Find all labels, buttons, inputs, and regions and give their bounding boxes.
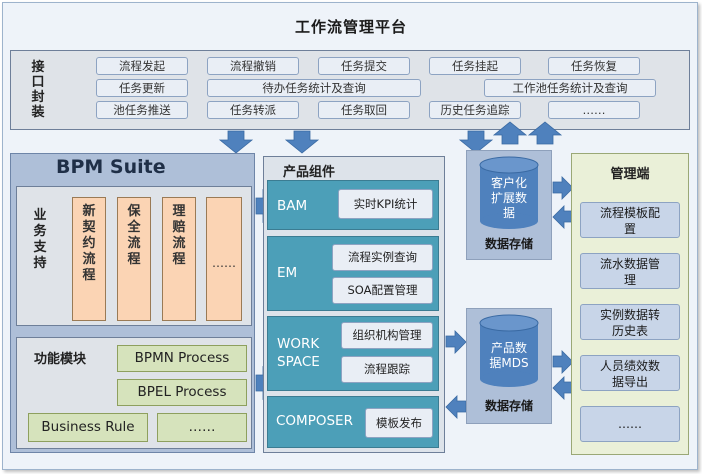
arrow-right-icon: [552, 350, 574, 374]
arrow-left-icon: [445, 395, 467, 419]
management-item: ……: [580, 406, 680, 442]
api-chip: 任务更新: [96, 79, 188, 97]
module-box: BPEL Process: [117, 379, 247, 406]
function-module-label: 功能模块: [34, 352, 87, 367]
arrow-down-icon: [284, 130, 320, 154]
api-chip: 工作池任务统计及查询: [484, 79, 656, 97]
management-item-line: ……: [618, 417, 642, 431]
process-ellipsis: ……: [212, 256, 236, 270]
database-label: 客户化 扩展数 据: [478, 176, 540, 221]
workspace-chip: 流程跟踪: [341, 356, 433, 383]
arrow-up-icon: [527, 121, 563, 145]
api-chip: 待办任务统计及查询: [207, 79, 421, 97]
workspace-chip: 组织机构管理: [341, 322, 433, 349]
database-label: 产品数 据MDS: [478, 341, 540, 371]
arrow-left-icon: [552, 376, 574, 400]
management-item-line: 流水数据管: [599, 257, 660, 271]
api-chip: 任务取回: [318, 101, 410, 119]
api-chip: 任务转派: [207, 101, 299, 119]
composer-label: COMPOSER: [276, 413, 353, 429]
management-item: 实例数据转 历史表: [580, 304, 680, 340]
management-item: 流水数据管 理: [580, 253, 680, 289]
process-box: 保全流程: [117, 197, 151, 321]
management-item-line: 流程模板配: [599, 206, 660, 220]
workspace-label-line: WORK: [277, 336, 320, 352]
arrow-up-icon: [492, 121, 528, 145]
bpm-suite-title: BPM Suite: [56, 156, 166, 178]
workspace-label-line: SPACE: [277, 354, 320, 370]
process-label: 理赔流程: [172, 204, 186, 267]
process-box: 新契约流程: [72, 197, 106, 321]
arrow-down-icon: [458, 130, 494, 154]
product-components-title: 产品组件: [283, 165, 336, 180]
diagram-title: 工作流管理平台: [294, 18, 407, 36]
database-icon: [479, 156, 539, 229]
module-box: Business Rule: [28, 413, 148, 442]
module-box: ……: [157, 413, 247, 442]
process-label: 新契约流程: [82, 204, 96, 283]
management-title: 管理端: [610, 167, 650, 182]
api-chip: 池任务推送: [96, 101, 188, 119]
process-label: 保全流程: [127, 204, 141, 267]
api-chip: 任务挂起: [429, 57, 521, 75]
api-chip: 历史任务追踪: [429, 101, 521, 119]
management-item-line: 理: [623, 273, 636, 287]
process-box: ……: [206, 197, 242, 321]
workspace-label: WORK SPACE: [277, 335, 320, 371]
management-item-line: 据导出: [611, 375, 648, 389]
storage-label: 数据存储: [484, 237, 533, 251]
management-item: 人员绩效数 据导出: [580, 355, 680, 391]
database-label-line: 据: [502, 206, 515, 220]
module-box: BPMN Process: [117, 345, 247, 372]
management-item-line: 置: [623, 222, 636, 236]
api-chip: 任务提交: [318, 57, 410, 75]
arrow-right-icon: [552, 176, 574, 200]
api-chip: ……: [548, 101, 640, 119]
database-label-line: 扩展数: [490, 191, 527, 205]
api-chip: 流程发起: [96, 57, 188, 75]
business-support-label: 业务支持: [33, 208, 47, 271]
api-chip: 流程撤销: [207, 57, 299, 75]
database-label-line: 客户化: [490, 176, 527, 190]
database-label-line: 产品数: [490, 341, 527, 355]
management-item-line: 实例数据转: [599, 308, 660, 322]
kpi-chip: 实时KPI统计: [338, 189, 433, 219]
storage-label: 数据存储: [484, 399, 533, 413]
bam-label: BAM: [277, 198, 308, 214]
database-label-line: 据MDS: [489, 356, 529, 370]
arrow-right-icon: [445, 330, 467, 354]
management-item-line: 历史表: [611, 324, 648, 338]
em-chip: 流程实例查询: [332, 244, 433, 271]
management-item-line: 人员绩效数: [599, 359, 660, 373]
em-chip: SOA配置管理: [332, 277, 433, 304]
process-box: 理赔流程: [162, 197, 196, 321]
management-item: 流程模板配 置: [580, 202, 680, 238]
arrow-down-icon: [218, 130, 254, 154]
database-icon: [479, 314, 539, 387]
api-chip: 任务恢复: [548, 57, 640, 75]
composer-chip: 模板发布: [365, 408, 433, 438]
arrow-left-icon: [552, 205, 574, 229]
em-label: EM: [277, 265, 298, 281]
interface-label: 接口封装: [31, 60, 45, 120]
